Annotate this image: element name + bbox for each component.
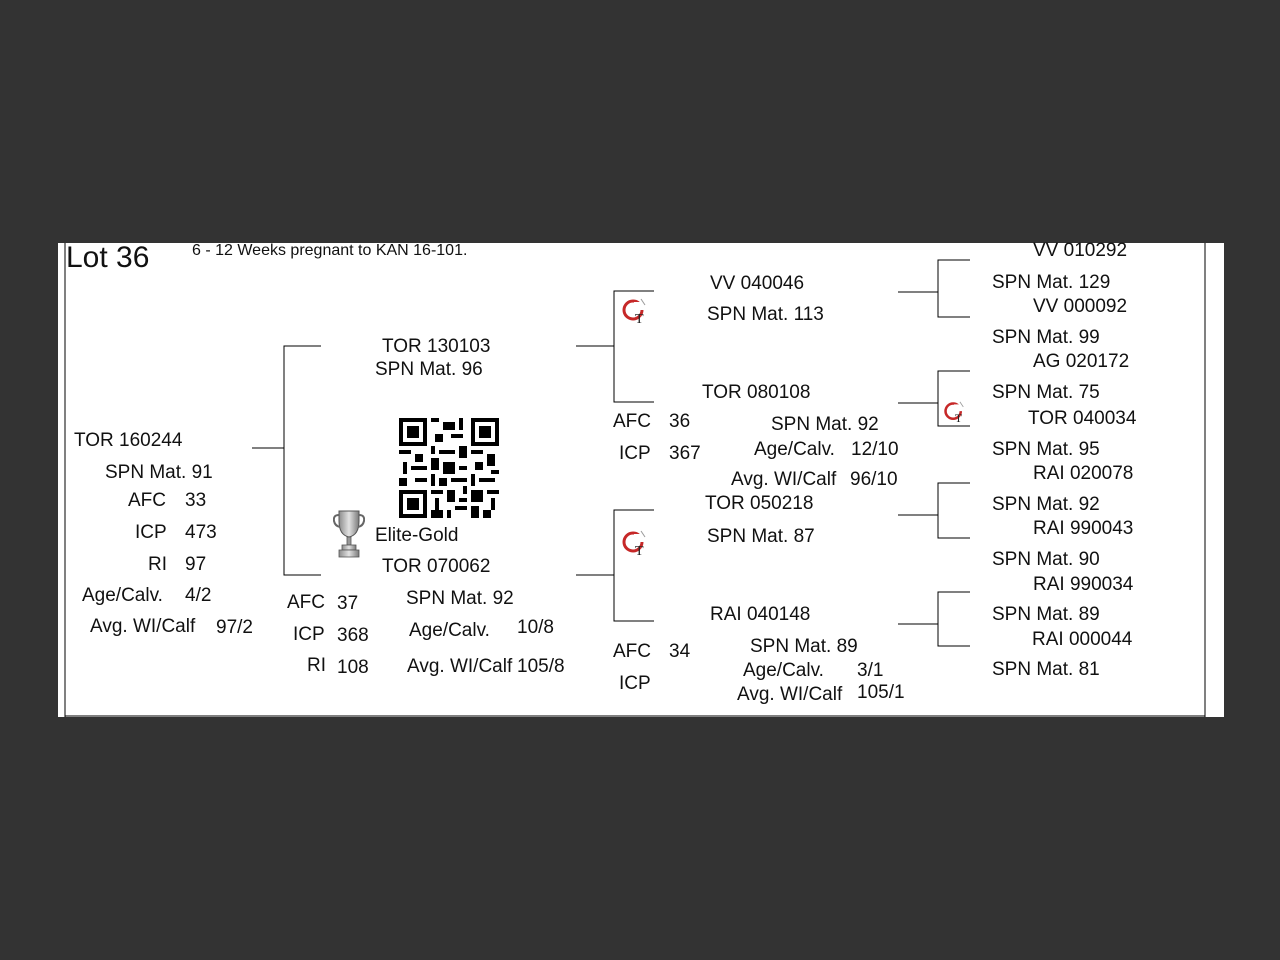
subject-afc-value: 33 <box>185 490 207 511</box>
dam-afc-label: AFC <box>287 592 325 613</box>
dam-spn: SPN Mat. 92 <box>406 588 514 609</box>
gen4-spn: SPN Mat. 75 <box>992 382 1100 403</box>
gen3-avg-label: Avg. WI/Calf <box>731 469 837 490</box>
subject-icp-value: 473 <box>185 522 217 543</box>
gen3-id: TOR 080108 <box>702 382 811 403</box>
gt-logo-icon: T <box>944 401 964 425</box>
lot-title: Lot 36 <box>66 241 150 274</box>
gen4-spn: SPN Mat. 92 <box>992 494 1100 515</box>
gen3-afc-value: 36 <box>669 411 691 432</box>
gt-logo-icon: T <box>622 530 646 558</box>
lot-note: 6 - 12 Weeks pregnant to KAN 16-101. <box>192 242 468 259</box>
gen3-afc-label: AFC <box>613 641 651 662</box>
gen3-id: TOR 050218 <box>705 493 814 514</box>
dam-afc-value: 37 <box>337 593 359 614</box>
gen3-id: RAI 040148 <box>710 604 811 625</box>
gen3-afc-label: AFC <box>613 411 651 432</box>
gen4-id: AG 020172 <box>1033 351 1130 372</box>
gen4-spn: SPN Mat. 129 <box>992 272 1111 293</box>
subject-ri-value: 97 <box>185 554 207 575</box>
gen3-id: VV 040046 <box>710 273 805 294</box>
dam-icp-label: ICP <box>293 624 325 645</box>
gen4-id: RAI 990043 <box>1033 518 1134 539</box>
dam-ri-label: RI <box>307 655 326 676</box>
gen3-avg-value: 96/10 <box>850 469 898 490</box>
dam-ri-value: 108 <box>337 657 369 678</box>
gen3-spn: SPN Mat. 89 <box>750 636 858 657</box>
pedigree-bracket-lines <box>64 243 1206 717</box>
gen3-spn: SPN Mat. 87 <box>707 526 815 547</box>
gt-logo-icon: T <box>622 298 646 326</box>
gen3-avg-value: 105/1 <box>857 682 905 703</box>
dam-age-value: 10/8 <box>517 617 554 638</box>
gen3-afc-value: 34 <box>669 641 691 662</box>
subject-age-label: Age/Calv. <box>82 585 163 606</box>
gen3-age-label: Age/Calv. <box>743 660 824 681</box>
sire-id: TOR 130103 <box>382 336 491 357</box>
gen4-spn: SPN Mat. 89 <box>992 604 1100 625</box>
subject-avg-value: 97/2 <box>216 617 253 638</box>
gen3-age-value: 12/10 <box>851 439 899 460</box>
gen3-icp-label: ICP <box>619 673 651 694</box>
subject-ri-label: RI <box>148 554 167 575</box>
subject-icp-label: ICP <box>135 522 167 543</box>
gen4-id: VV 010292 <box>1033 240 1128 261</box>
badge-label: Elite-Gold <box>375 525 459 546</box>
dam-icp-value: 368 <box>337 625 369 646</box>
gen3-avg-label: Avg. WI/Calf <box>737 684 843 705</box>
subject-age-value: 4/2 <box>185 585 212 606</box>
svg-text:T: T <box>955 411 963 425</box>
dam-avg-label: Avg. WI/Calf <box>407 656 513 677</box>
svg-text:T: T <box>635 544 644 558</box>
gen4-id: RAI 000044 <box>1032 629 1133 650</box>
svg-text:T: T <box>635 312 644 326</box>
trophy-icon <box>333 510 365 558</box>
gen4-id: RAI 990034 <box>1033 574 1134 595</box>
gen3-icp-label: ICP <box>619 443 651 464</box>
dam-age-label: Age/Calv. <box>409 620 490 641</box>
subject-avg-label: Avg. WI/Calf <box>90 616 196 637</box>
sire-spn: SPN Mat. 96 <box>375 359 483 380</box>
gen4-spn: SPN Mat. 95 <box>992 439 1100 460</box>
gen3-icp-value: 367 <box>669 443 701 464</box>
subject-afc-label: AFC <box>128 490 166 511</box>
gen4-spn: SPN Mat. 81 <box>992 659 1100 680</box>
gen3-age-label: Age/Calv. <box>754 439 835 460</box>
subject-spn: SPN Mat. 91 <box>105 462 213 483</box>
gen3-age-value: 3/1 <box>857 660 884 681</box>
gen4-spn: SPN Mat. 99 <box>992 327 1100 348</box>
gen4-id: VV 000092 <box>1033 296 1128 317</box>
pedigree-sheet: Lot 36 6 - 12 Weeks pregnant to KAN 16-1… <box>58 240 1224 717</box>
gen4-id: TOR 040034 <box>1028 408 1137 429</box>
dam-id: TOR 070062 <box>382 556 491 577</box>
gen3-spn: SPN Mat. 92 <box>771 414 879 435</box>
qr-code-icon <box>399 418 499 518</box>
subject-id: TOR 160244 <box>74 430 183 451</box>
dam-avg-value: 105/8 <box>517 656 565 677</box>
gen4-id: RAI 020078 <box>1033 463 1134 484</box>
gen3-spn: SPN Mat. 113 <box>707 304 824 325</box>
gen4-spn: SPN Mat. 90 <box>992 549 1100 570</box>
